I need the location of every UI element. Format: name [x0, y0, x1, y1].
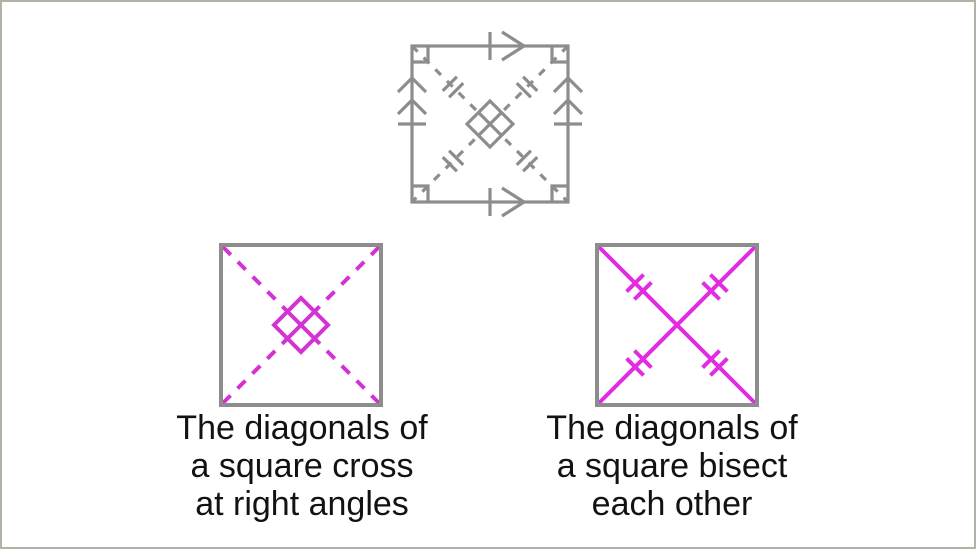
diagonal-equal-tick-marks [625, 273, 729, 377]
solid-diagonals-magenta [597, 245, 757, 405]
side-equal-tick-marks [398, 32, 582, 216]
parallel-arrow-marks-horizontal [501, 30, 527, 218]
diagonal-equal-tick-marks [441, 75, 539, 173]
dashed-diagonals [410, 44, 570, 204]
diagonals-right-angles-figure [213, 237, 389, 413]
square-all-properties-figure [382, 16, 598, 232]
diagonals-right-angles-drawing [219, 243, 383, 407]
center-right-angle-marks [464, 98, 516, 150]
parallel-arrow-marks-vertical [396, 75, 584, 116]
square-all-properties-drawing [396, 30, 584, 218]
center-right-angle-marks [271, 295, 331, 355]
caption-diagonals-cross-right-angles: The diagonals of a square cross at right… [176, 409, 428, 523]
corner-right-angle-marks [412, 46, 568, 202]
square-outline [219, 243, 383, 407]
caption-diagonals-bisect: The diagonals of a square bisect each ot… [546, 409, 798, 523]
diagonals-bisect-drawing [595, 243, 759, 407]
diagonals-bisect-figure [589, 237, 765, 413]
square-outline [595, 243, 759, 407]
